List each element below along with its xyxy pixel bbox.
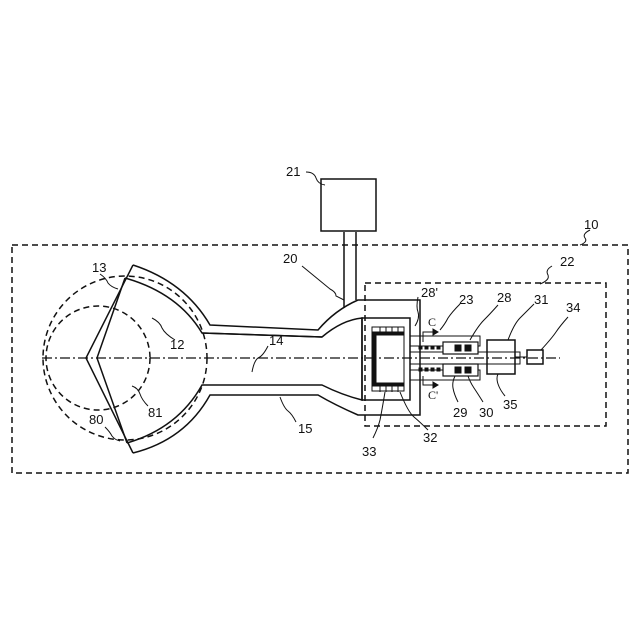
label-20: 20: [283, 251, 297, 266]
bearing-top-fill-a: [455, 345, 461, 351]
bearing-bottom-fill-b: [465, 367, 471, 373]
label-21: 21: [286, 164, 300, 179]
leader-35: [497, 374, 505, 396]
motor-31: [487, 340, 515, 374]
bearing-bottom-fill-a: [455, 367, 461, 373]
leader-13: [100, 274, 118, 289]
label-29: 29: [453, 405, 467, 420]
bearing-top-fill-b: [465, 345, 471, 351]
leader-28p: [415, 297, 419, 326]
label-c-prime: C': [428, 388, 438, 402]
label-23: 23: [459, 292, 473, 307]
bar-bottom: [375, 383, 403, 386]
leader-14: [252, 346, 268, 372]
tube-neck-top: [202, 333, 322, 337]
label-15: 15: [298, 421, 312, 436]
leader-10: [580, 230, 590, 245]
bar-side: [373, 332, 376, 386]
label-13: 13: [92, 260, 106, 275]
label-80: 80: [89, 412, 103, 427]
label-14: 14: [269, 333, 283, 348]
leader-34: [541, 317, 568, 350]
label-30: 30: [479, 405, 493, 420]
leader-28: [470, 305, 498, 340]
leader-31: [508, 304, 534, 340]
label-32: 32: [423, 430, 437, 445]
label-c: C: [428, 315, 436, 329]
label-35: 35: [503, 397, 517, 412]
bar-top: [375, 332, 403, 335]
label-12: 12: [170, 337, 184, 352]
label-34: 34: [566, 300, 580, 315]
part-34: [527, 350, 543, 364]
leader-22: [540, 266, 552, 284]
comb-ticks-top: [380, 327, 398, 332]
label-33: 33: [362, 444, 376, 459]
section-arrow-c: [423, 332, 433, 342]
label-28: 28: [497, 290, 511, 305]
leader-20: [302, 266, 344, 300]
label-10: 10: [584, 217, 598, 232]
leader-32: [400, 392, 428, 430]
label-28p: 28': [421, 285, 438, 300]
arrowhead-c: [433, 329, 438, 335]
leader-23: [440, 304, 460, 330]
label-31: 31: [534, 292, 548, 307]
inner-block-32: [372, 327, 404, 391]
leader-15: [280, 397, 296, 422]
label-81: 81: [148, 405, 162, 420]
box-21: [321, 179, 376, 231]
label-22: 22: [560, 254, 574, 269]
